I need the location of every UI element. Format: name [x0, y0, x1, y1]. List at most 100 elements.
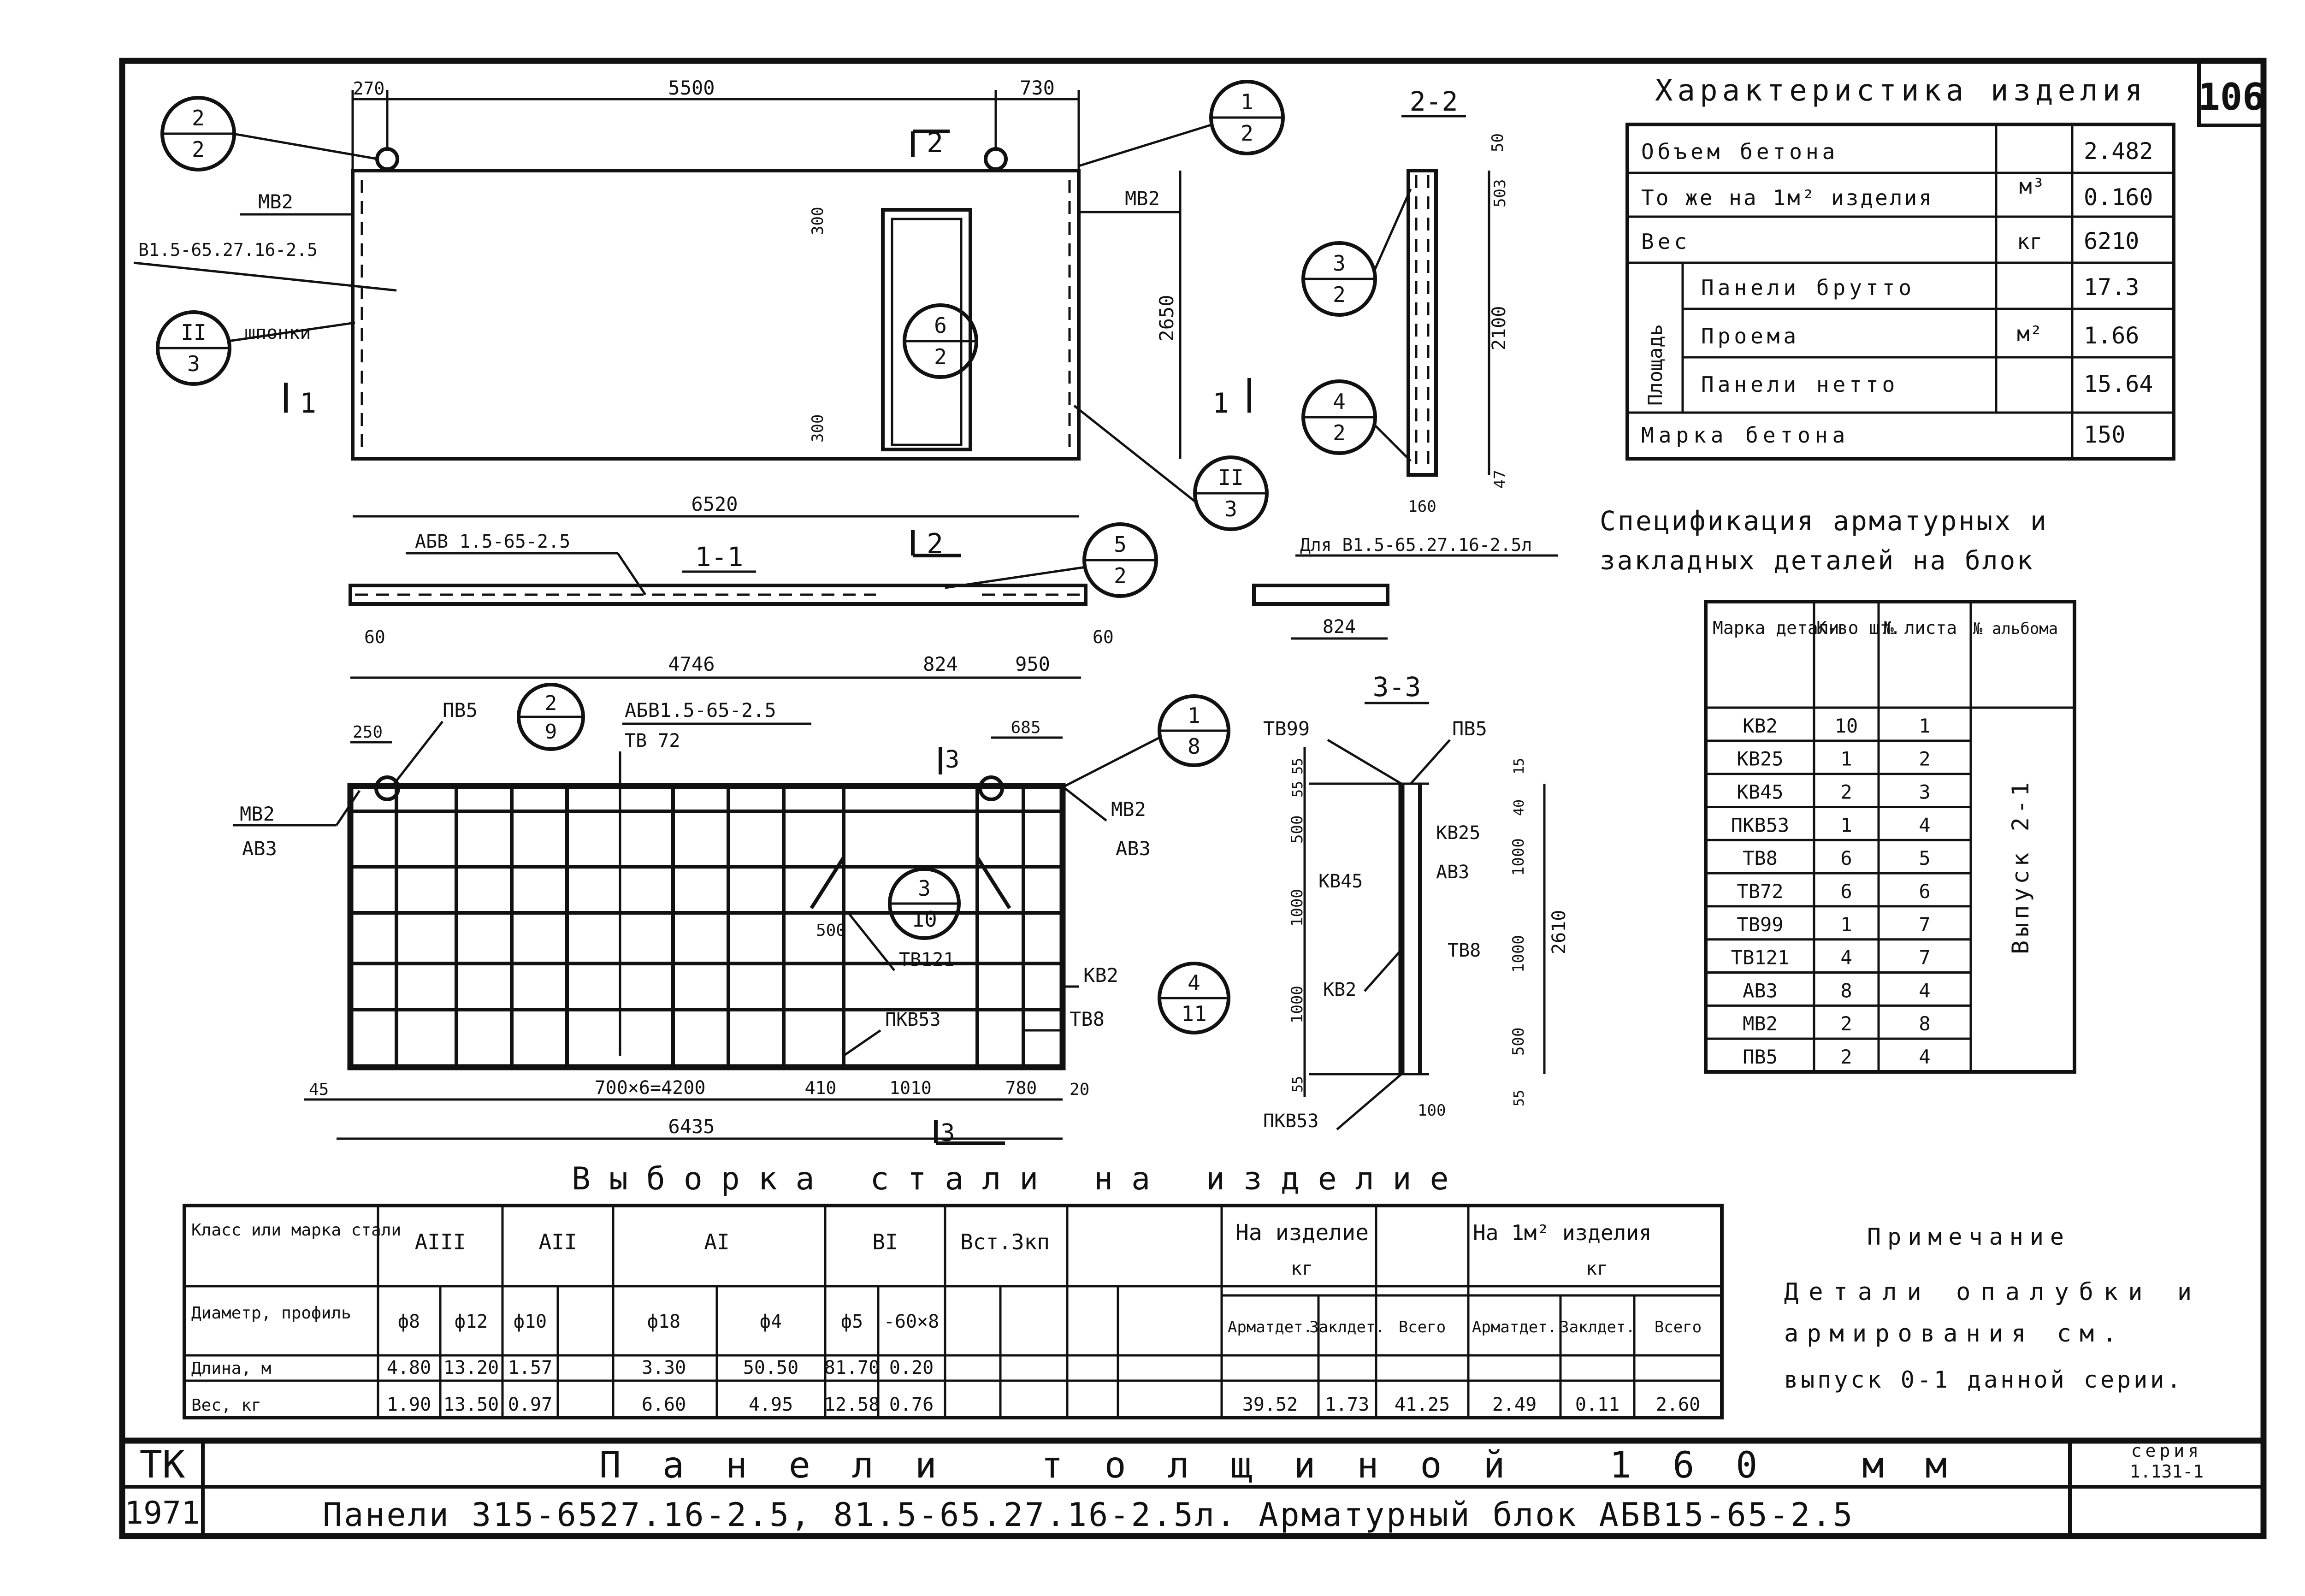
spec-album: Выпуск 2-1: [2007, 779, 2034, 954]
svg-text:6: 6: [934, 313, 947, 338]
steel-total-3: 2.49: [1492, 1394, 1537, 1415]
svg-text:1: 1: [1241, 89, 1253, 114]
char-row-4-name: Проема: [1701, 324, 1800, 349]
spec-cell-9-1: 2: [1840, 1012, 1852, 1035]
char-row-0-value: 2.482: [2084, 138, 2153, 165]
svg-text:3: 3: [1333, 251, 1346, 276]
callout-5-2: 5 2: [945, 522, 1158, 598]
steel-kg-1: кг: [1291, 1258, 1313, 1279]
spec-title-1: Спецификация арматурных и: [1600, 505, 2048, 537]
label-tv99: ТВ99: [1263, 717, 1310, 740]
steel-sub-3: Арматдет.: [1472, 1318, 1557, 1336]
dim-160: 160: [1408, 497, 1436, 516]
steel-kg-2: кг: [1586, 1258, 1608, 1279]
cut-1-left: 1: [300, 387, 316, 420]
callout-3-2: 3 2: [1301, 188, 1412, 317]
char-row-2-name: Вес: [1641, 229, 1690, 254]
dim-2100: 2100: [1489, 306, 1510, 350]
spec-cell-10-0: ПВ5: [1743, 1046, 1778, 1068]
callout-1-8: 1 8: [1064, 694, 1230, 787]
year: 1971: [124, 1495, 200, 1531]
steel-diams-0: ф8: [398, 1311, 420, 1332]
spec-cell-2-0: КВ45: [1737, 781, 1783, 804]
label-tv72: ТВ 72: [625, 730, 680, 751]
char-row-0-name: Объем бетона: [1641, 139, 1838, 164]
dim-20: 20: [1070, 1080, 1089, 1099]
char-unit-m3: м³: [2019, 174, 2045, 199]
characteristics-title: Характеристика изделия: [1655, 74, 2147, 108]
label-detail-l: Для В1.5-65.27.16-2.5л: [1300, 535, 1532, 555]
series-label: серия: [2131, 1441, 2202, 1461]
steel-class-2: АI: [704, 1230, 729, 1254]
label-tv8-s: ТВ8: [1448, 940, 1481, 961]
dim-1000c: 1000: [1509, 838, 1528, 876]
dim-270: 270: [353, 78, 385, 99]
title-block: ТК 1971 Панели толщиной 160 мм Панели 31…: [122, 1437, 2264, 1536]
spec-cell-5-1: 6: [1840, 880, 1852, 903]
steel-total-4: 0.11: [1575, 1394, 1619, 1415]
label-mb2-left: МВ2: [258, 190, 293, 213]
spec-h-1: К-во шт.: [1816, 618, 1901, 638]
char-unit-kg: кг: [2017, 229, 2042, 254]
svg-text:II: II: [1218, 465, 1243, 490]
label-pv5-s: ПВ5: [1452, 717, 1487, 740]
spec-cell-10-1: 2: [1840, 1046, 1852, 1068]
steel-weights-4: 6.60: [642, 1394, 686, 1415]
spec-cell-3-2: 4: [1919, 814, 1930, 836]
dim-300-bottom: 300: [809, 414, 827, 443]
char-row-1-name: То же на 1м² изделия: [1641, 185, 1933, 210]
spec-cell-5-0: ТВ72: [1737, 880, 1783, 903]
steel-total-0: 39.52: [1242, 1394, 1298, 1415]
svg-text:4: 4: [1333, 389, 1346, 414]
section-3-3: 3-3 ТВ99 ПВ5 КВ25 КВ45 АВ3 КВ2 ТВ8 ПКВ53…: [1263, 671, 1570, 1132]
callout-6-2: 6 2: [903, 303, 978, 379]
steel-h-len: Длина, м: [191, 1359, 271, 1378]
char-row-5-value: 15.64: [2084, 371, 2153, 397]
steel-h-wt: Вес, кг: [191, 1396, 261, 1415]
dim-50: 50: [1489, 133, 1507, 152]
spec-cell-4-1: 6: [1840, 847, 1852, 869]
steel-h-class: Класс или марка стали: [191, 1221, 401, 1240]
spec-cell-4-0: ТВ8: [1743, 847, 1778, 869]
steel-weights-0: 1.90: [387, 1394, 431, 1415]
label-tv8: ТВ8: [1070, 1008, 1105, 1030]
label-kv45: КВ45: [1318, 871, 1363, 892]
section-2-2-title: 2-2: [1410, 86, 1458, 117]
callout-3-10: 3 10: [888, 867, 961, 940]
dim-45: 45: [309, 1080, 329, 1099]
char-row-1-value: 0.160: [2084, 184, 2153, 211]
section-1-1-title: 1-1: [695, 541, 744, 573]
label-mb2-right: МВ2: [1125, 187, 1160, 210]
section-1-1: 1-1 АБВ 1.5-65-2.5 2 5 2 60 4746 824 950…: [349, 522, 1158, 679]
callout-2-9: 2 9: [517, 683, 585, 751]
char-area-label: Площадь: [1644, 324, 1667, 406]
spec-h-3: № альбома: [1973, 620, 2058, 638]
label-kv25: КВ25: [1436, 822, 1480, 844]
dim-780: 780: [1005, 1078, 1037, 1098]
steel-diams-2: ф10: [514, 1311, 547, 1332]
spec-cell-8-2: 4: [1919, 979, 1930, 1002]
label-tv121: ТВ121: [899, 949, 954, 970]
svg-text:3: 3: [1224, 497, 1237, 521]
section-3-3-title: 3-3: [1373, 671, 1421, 703]
panel-elevation: 270 5500 730 2650 300 300 6520 МВ2 В1.5-…: [133, 77, 1285, 531]
char-row-4-value: 1.66: [2084, 322, 2139, 349]
label-kv2-s: КВ2: [1323, 979, 1356, 1000]
steel-title: Выборка стали на изделие: [572, 1161, 1467, 1197]
steel-diams-6: ф5: [841, 1311, 863, 1332]
svg-text:5: 5: [1114, 532, 1127, 557]
dim-300-top: 300: [809, 207, 827, 235]
svg-text:3: 3: [918, 876, 931, 901]
section-2-2: 2-2 50 503 2100 47 160 3 2 4 2: [1301, 86, 1510, 516]
steel-diams-1: ф12: [455, 1311, 488, 1332]
cut-1-right: 1: [1212, 387, 1229, 420]
callout-4-2: 4 2: [1301, 379, 1412, 462]
svg-text:2: 2: [1241, 121, 1253, 146]
svg-text:2: 2: [192, 137, 205, 162]
steel-lengths-2: 1.57: [508, 1357, 552, 1378]
dim-500: 500: [816, 921, 846, 940]
dim-55-top: 55: [1290, 758, 1306, 774]
steel-weights-7: 0.76: [889, 1394, 934, 1415]
dim-6435: 6435: [668, 1115, 715, 1138]
dim-4746: 4746: [668, 653, 715, 675]
